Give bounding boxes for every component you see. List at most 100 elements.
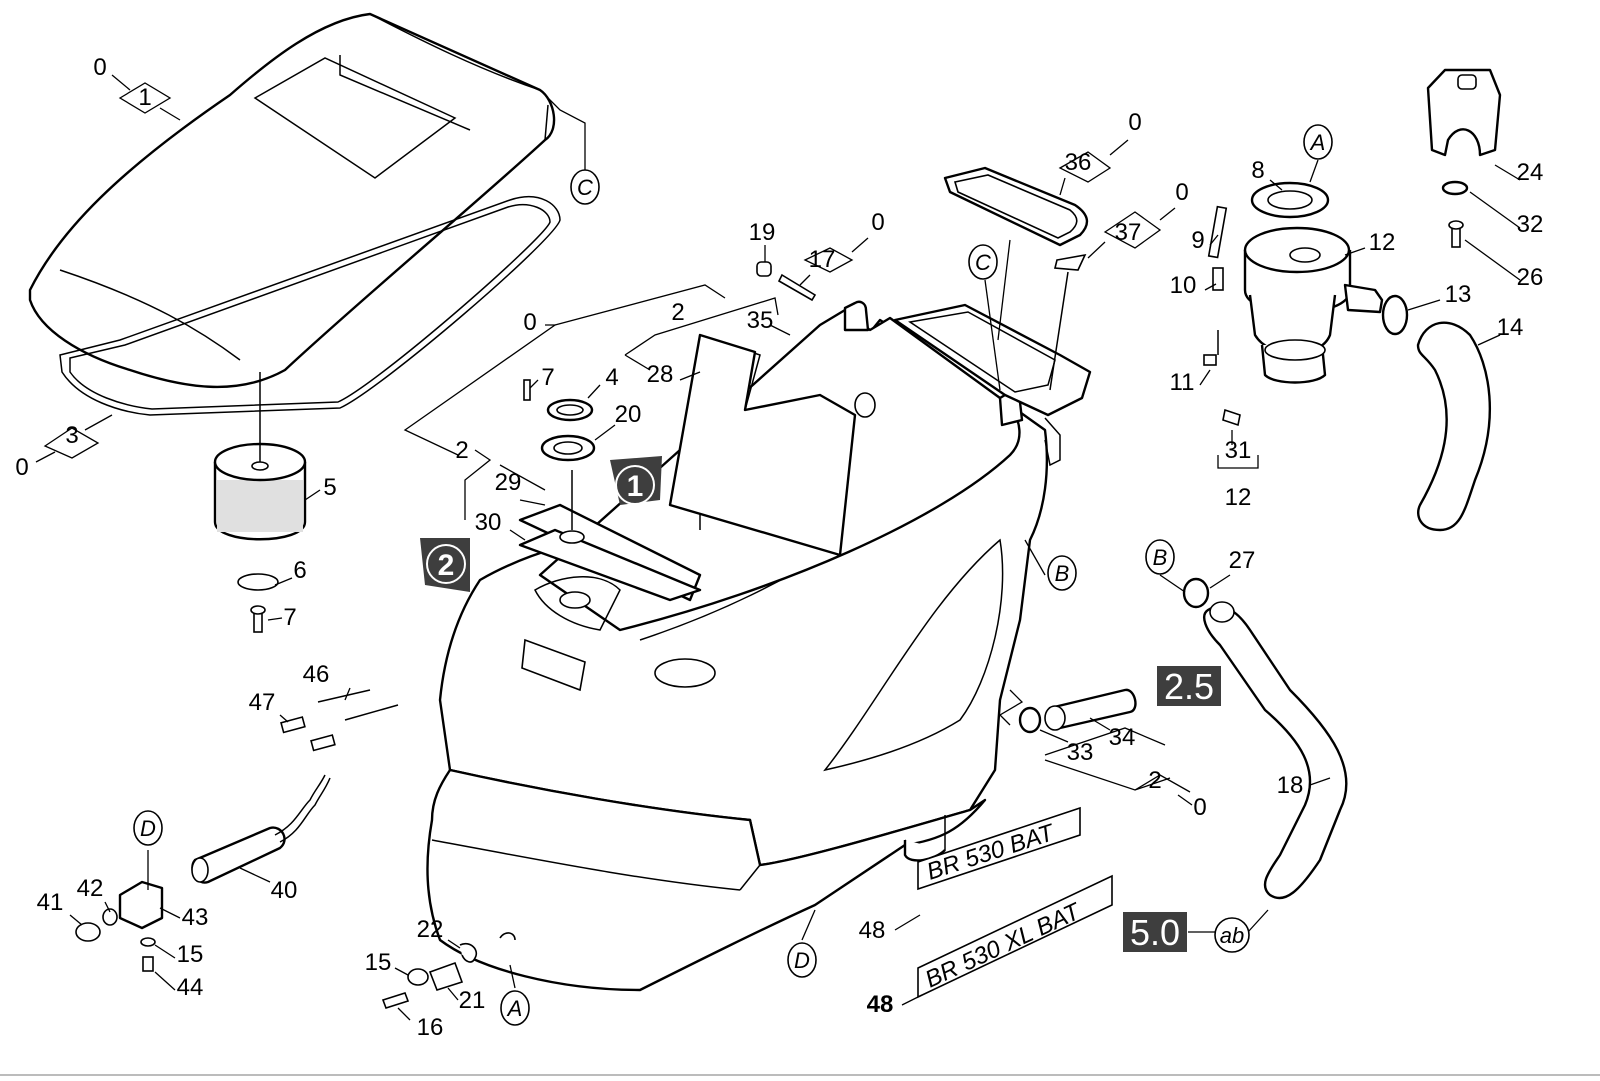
part-label-p20: 20 — [615, 401, 642, 428]
washer-6 — [237, 573, 279, 591]
section-boxes: 2.5 5.0 — [1123, 666, 1221, 953]
section-box-5-0: 5.0 — [1123, 912, 1187, 953]
step-marker-2: 2 — [420, 538, 470, 592]
part-label-p5: 5 — [323, 474, 336, 501]
part-label-p0d: 0 — [871, 209, 884, 236]
screw-7b — [523, 379, 531, 401]
part-label-p0c: 0 — [523, 309, 536, 336]
ref-circle-c-B2: B — [1145, 539, 1175, 575]
washer-32 — [1441, 180, 1469, 196]
lid-part — [28, 12, 556, 389]
part-label-p47: 47 — [249, 689, 276, 716]
part-label-p37: 37 — [1115, 219, 1142, 246]
part-label-p12a: 12 — [1369, 229, 1396, 256]
step-marker-2-text: 2 — [438, 549, 455, 582]
ref-circle-text-c-A1: A — [1309, 130, 1326, 155]
part-label-p18: 18 — [1277, 772, 1304, 799]
model-plate-text-2: BR 530 XL BAT — [921, 897, 1086, 993]
part-label-p31: 31 — [1225, 437, 1252, 464]
ref-circle-c-B1: B — [1047, 555, 1077, 591]
part-label-p2b: 2 — [455, 437, 468, 464]
ref-circle-text-c-D2: D — [794, 948, 810, 973]
part-label-p24: 24 — [1517, 159, 1544, 186]
part-label-p0f: 0 — [1175, 179, 1188, 206]
step-marker-1: 1 — [610, 456, 662, 505]
bracket-43 — [118, 880, 164, 930]
part-label-p43: 43 — [182, 904, 209, 931]
lid-seal-inner — [69, 203, 551, 410]
part-label-p41: 41 — [37, 889, 64, 916]
ring-27 — [1182, 577, 1210, 609]
part-label-p0b: 0 — [15, 454, 28, 481]
part-label-p21: 21 — [459, 987, 486, 1014]
part-label-p29: 29 — [495, 469, 522, 496]
part-label-p17: 17 — [809, 246, 836, 273]
part-label-p14: 14 — [1497, 314, 1524, 341]
part-label-p28: 28 — [647, 361, 674, 388]
washer-15b — [407, 968, 429, 986]
step-marker-1-text: 1 — [627, 470, 644, 503]
ref-circle-c-D2: D — [787, 942, 817, 978]
part-label-p0g: 0 — [1193, 794, 1206, 821]
screw-44 — [142, 956, 154, 972]
part-label-p2c: 2 — [1148, 767, 1161, 794]
part-label-p15a: 15 — [177, 941, 204, 968]
screw-16 — [381, 992, 410, 1009]
part-label-p42: 42 — [77, 875, 104, 902]
leader-lines — [35, 74, 1521, 1021]
nut-41 — [75, 922, 101, 942]
part-label-p22: 22 — [417, 916, 444, 943]
ref-circle-c-C1: C — [570, 169, 600, 205]
filter-37 — [1053, 253, 1087, 271]
connector-47a — [280, 716, 306, 734]
ref-circle-c-A1: A — [1303, 124, 1333, 160]
section-text-box-5-0: 5.0 — [1130, 912, 1180, 953]
ref-circle-text-c-C1: C — [577, 175, 593, 200]
filter-part — [213, 372, 307, 633]
part-label-p2a: 2 — [671, 299, 684, 326]
washer-15 — [140, 937, 156, 947]
part-label-p48a: 48 — [859, 917, 886, 944]
wire-46 — [317, 689, 371, 703]
ref-circle-text-c-D1: D — [140, 816, 156, 841]
part-label-p0a: 0 — [93, 54, 106, 81]
part-label-p44: 44 — [177, 974, 204, 1001]
part-label-p46: 46 — [303, 661, 330, 688]
ref-circle-c-ab: ab — [1214, 917, 1250, 953]
lid-seal — [59, 196, 561, 416]
part-label-p32: 32 — [1517, 211, 1544, 238]
part-label-p15b: 15 — [365, 949, 392, 976]
part-label-p13: 13 — [1445, 281, 1472, 308]
ref-circle-c-D1: D — [133, 810, 163, 846]
ref-circle-text-c-B2: B — [1153, 545, 1168, 570]
clamp-13 — [1381, 294, 1409, 336]
hose-18 — [1203, 605, 1348, 900]
hose-14 — [1416, 321, 1491, 532]
washer-42 — [102, 908, 118, 926]
ref-circle-text-c-A2: A — [506, 996, 523, 1021]
part-label-p0e: 0 — [1128, 109, 1141, 136]
section-box-2-5: 2.5 — [1157, 666, 1221, 707]
part-label-p9: 9 — [1191, 227, 1204, 254]
part-label-p19: 19 — [749, 219, 776, 246]
part-label-p6: 6 — [293, 557, 306, 584]
tank-housing — [426, 300, 1092, 992]
pin-17 — [777, 273, 817, 302]
suction-motor-part — [1203, 181, 1384, 427]
part-label-p11: 11 — [1170, 369, 1195, 396]
part-label-p35: 35 — [747, 307, 774, 334]
part-label-p10: 10 — [1170, 272, 1197, 299]
plate-28 — [668, 333, 857, 557]
bottom-rule — [0, 1074, 1600, 1076]
part-label-p16: 16 — [417, 1014, 444, 1041]
part-label-p27: 27 — [1229, 547, 1256, 574]
part-label-p33: 33 — [1067, 739, 1094, 766]
connector-47b — [310, 734, 336, 752]
section-text-box-2-5: 2.5 — [1164, 666, 1214, 707]
part-label-p40: 40 — [271, 877, 298, 904]
part-label-p7b: 7 — [541, 364, 554, 391]
bushing-21 — [428, 961, 464, 991]
